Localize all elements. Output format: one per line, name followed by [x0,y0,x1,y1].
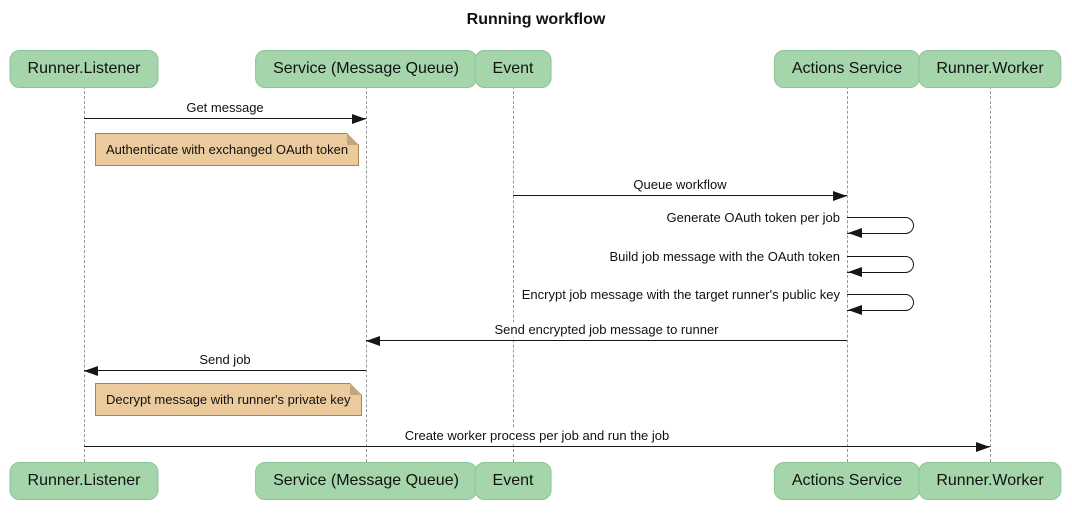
self-message-label: Build job message with the OAuth token [609,249,840,264]
note-fold-flap [347,133,360,145]
message-line [84,446,990,447]
actor-actions-top: Actions Service [773,50,921,88]
note-fold-cut [349,383,362,395]
self-message-loop [847,294,914,311]
message-arrowhead [366,336,380,346]
lifeline-listener [84,86,85,462]
self-message-label: Encrypt job message with the target runn… [521,287,840,302]
self-message-arrowhead [848,305,862,315]
self-message-loop [847,256,914,273]
note-fold-cut [347,133,360,145]
actor-actions-bottom: Actions Service [773,462,921,500]
actor-listener-bottom: Runner.Listener [9,462,159,500]
lifeline-worker [990,86,991,462]
note: Authenticate with exchanged OAuth token [95,133,360,166]
message-arrowhead [352,114,366,124]
actor-listener-top: Runner.Listener [9,50,159,88]
message-label: Send job [196,352,254,367]
message-line [366,340,847,341]
message-label: Create worker process per job and run th… [401,428,673,443]
message-line [513,195,847,196]
actor-worker-bottom: Runner.Worker [918,462,1062,500]
lifeline-event [513,86,514,462]
self-message-loop [847,217,914,234]
note: Decrypt message with runner's private ke… [95,383,362,416]
actor-service-bottom: Service (Message Queue) [255,462,477,500]
message-label: Get message [183,100,267,115]
message-arrowhead [976,442,990,452]
message-label: Queue workflow [630,177,730,192]
self-message-arrowhead [848,267,862,277]
actor-worker-top: Runner.Worker [918,50,1062,88]
diagram-title: Running workflow [466,11,606,28]
message-line [84,118,366,119]
self-message-label: Generate OAuth token per job [666,210,840,225]
message-arrowhead [84,366,98,376]
actor-event-bottom: Event [474,462,552,500]
lifeline-service [366,86,367,462]
message-arrowhead [833,191,847,201]
actor-service-top: Service (Message Queue) [255,50,477,88]
actor-event-top: Event [474,50,552,88]
note-fold-flap [349,383,362,395]
self-message-arrowhead [848,228,862,238]
lifeline-actions [847,86,848,462]
message-label: Send encrypted job message to runner [491,322,722,337]
message-line [84,370,366,371]
